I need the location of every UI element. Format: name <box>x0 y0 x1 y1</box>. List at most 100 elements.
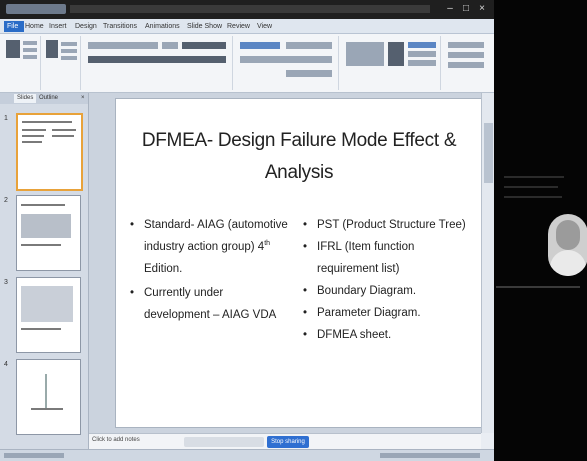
tab-view[interactable]: View <box>257 23 273 30</box>
thumb-text-line <box>31 408 63 410</box>
window-title <box>70 5 430 13</box>
grow-shrink-icon[interactable] <box>182 42 226 49</box>
font-group <box>82 36 233 90</box>
avatar-face <box>556 220 580 250</box>
tab-outline[interactable]: Outline <box>39 95 59 101</box>
font-size-select[interactable] <box>162 42 178 49</box>
font-name-select[interactable] <box>88 42 158 49</box>
video-call-panel <box>494 0 587 461</box>
participant-avatar[interactable] <box>548 214 587 276</box>
editing-group <box>442 36 490 90</box>
text-direction-icon[interactable] <box>286 42 332 49</box>
slide-thumbnail[interactable] <box>16 359 81 435</box>
pane-tabs: Slides Outline × <box>0 93 88 104</box>
stop-sharing-button[interactable]: Stop sharing <box>267 436 309 448</box>
slide-number: 3 <box>4 279 8 286</box>
thumb-text-line <box>22 121 72 123</box>
slides-pane: Slides Outline × 1 2 3 4 <box>0 93 89 449</box>
screen-share-indicator <box>184 437 264 447</box>
slide-thumbnail[interactable] <box>16 113 83 191</box>
maximize-icon[interactable]: □ <box>462 3 470 14</box>
thumb-text-line <box>52 135 74 137</box>
thumb-diagram <box>21 286 73 322</box>
select-icon[interactable] <box>448 62 484 68</box>
left-bullet-list[interactable]: • Standard- AIAG (automotive industry ac… <box>130 214 290 326</box>
participant-text-line <box>504 186 558 188</box>
cut-icon[interactable] <box>23 41 37 45</box>
bullet-text: PST (Product Structure Tree) <box>317 219 466 231</box>
thumb-text-line <box>22 129 46 131</box>
ribbon-tabs: File Home Insert Design Transitions Anim… <box>0 19 494 34</box>
minimize-icon[interactable]: – <box>447 3 453 14</box>
format-painter-icon[interactable] <box>23 55 37 59</box>
font-format-icons[interactable] <box>88 56 226 63</box>
quick-access-toolbar[interactable] <box>6 4 66 14</box>
bullet-text: IFRL (Item function requirement list) <box>317 241 415 275</box>
layout-icon[interactable] <box>61 42 77 46</box>
bullet-text: DFMEA sheet. <box>317 329 392 341</box>
find-icon[interactable] <box>448 42 484 48</box>
shape-effects-icon[interactable] <box>408 60 436 66</box>
slide-editor: DFMEA- Design Failure Mode Effect & Anal… <box>89 93 494 433</box>
tab-slide-show[interactable]: Slide Show <box>187 23 223 30</box>
shape-fill-icon[interactable] <box>408 42 436 48</box>
vertical-scrollbar[interactable] <box>481 93 494 433</box>
reset-icon[interactable] <box>61 49 77 53</box>
bullet-text: Currently under development – AIAG VDA <box>144 287 277 321</box>
tab-insert[interactable]: Insert <box>49 23 67 30</box>
bullet-item: • Parameter Diagram. <box>303 302 478 324</box>
thumb-text-line <box>21 204 65 206</box>
current-slide[interactable]: DFMEA- Design Failure Mode Effect & Anal… <box>116 99 482 427</box>
participant-text-line <box>504 176 564 178</box>
slide-thumbnail[interactable] <box>16 277 81 353</box>
notes-pane[interactable]: Click to add notes Stop sharing <box>89 433 481 450</box>
arrange-icon[interactable] <box>388 42 404 66</box>
thumb-table <box>21 214 71 238</box>
bullet-text: Parameter Diagram. <box>317 307 421 319</box>
shapes-gallery-icon[interactable] <box>346 42 384 66</box>
bullet-superscript: th <box>264 240 271 248</box>
bullets-icon[interactable] <box>240 42 280 49</box>
scrollbar-thumb[interactable] <box>484 123 493 183</box>
align-icons[interactable] <box>240 56 332 63</box>
status-bar <box>0 449 494 461</box>
tab-review[interactable]: Review <box>227 23 250 30</box>
participant-text-line <box>504 196 562 198</box>
view-zoom-controls[interactable] <box>380 453 480 458</box>
bullet-text: Boundary Diagram. <box>317 285 417 297</box>
right-bullet-list[interactable]: • PST (Product Structure Tree) • IFRL (I… <box>303 214 478 346</box>
bullet-item: • Standard- AIAG (automotive industry ac… <box>130 214 290 280</box>
slide-title[interactable]: DFMEA- Design Failure Mode Effect & Anal… <box>141 130 457 183</box>
bullet-text: Standard- AIAG (automotive industry acti… <box>144 219 288 253</box>
new-slide-icon[interactable] <box>46 40 58 58</box>
tab-slides[interactable]: Slides <box>14 94 37 103</box>
section-icon[interactable] <box>61 56 77 60</box>
bullet-item: • IFRL (Item function requirement list) <box>303 236 478 280</box>
paste-icon[interactable] <box>6 40 20 58</box>
close-icon[interactable]: × <box>479 3 485 14</box>
shape-outline-icon[interactable] <box>408 51 436 57</box>
smartart-icon[interactable] <box>286 70 332 77</box>
thumb-text-line <box>22 135 44 137</box>
title-bar: – □ × <box>0 0 494 19</box>
tab-transitions[interactable]: Transitions <box>103 23 137 30</box>
tab-file[interactable]: File <box>4 21 24 32</box>
slide-number: 2 <box>4 197 8 204</box>
bullet-icon: • <box>303 219 308 231</box>
copy-icon[interactable] <box>23 48 37 52</box>
bullet-icon: • <box>303 307 308 319</box>
replace-icon[interactable] <box>448 52 484 58</box>
slide-number: 4 <box>4 361 8 368</box>
bullet-text-suffix: Edition. <box>144 263 183 275</box>
slide-thumbnail[interactable] <box>16 195 81 271</box>
tab-design[interactable]: Design <box>75 23 97 30</box>
notes-placeholder[interactable]: Click to add notes <box>92 437 140 443</box>
pane-close-icon[interactable]: × <box>81 95 85 101</box>
tab-animations[interactable]: Animations <box>145 23 180 30</box>
participant-name-line <box>496 286 580 288</box>
bullet-item: • Boundary Diagram. <box>303 280 478 302</box>
tab-home[interactable]: Home <box>25 23 44 30</box>
bullet-icon: • <box>303 285 308 297</box>
bullet-item: • PST (Product Structure Tree) <box>303 214 478 236</box>
thumb-text-line <box>21 244 61 246</box>
